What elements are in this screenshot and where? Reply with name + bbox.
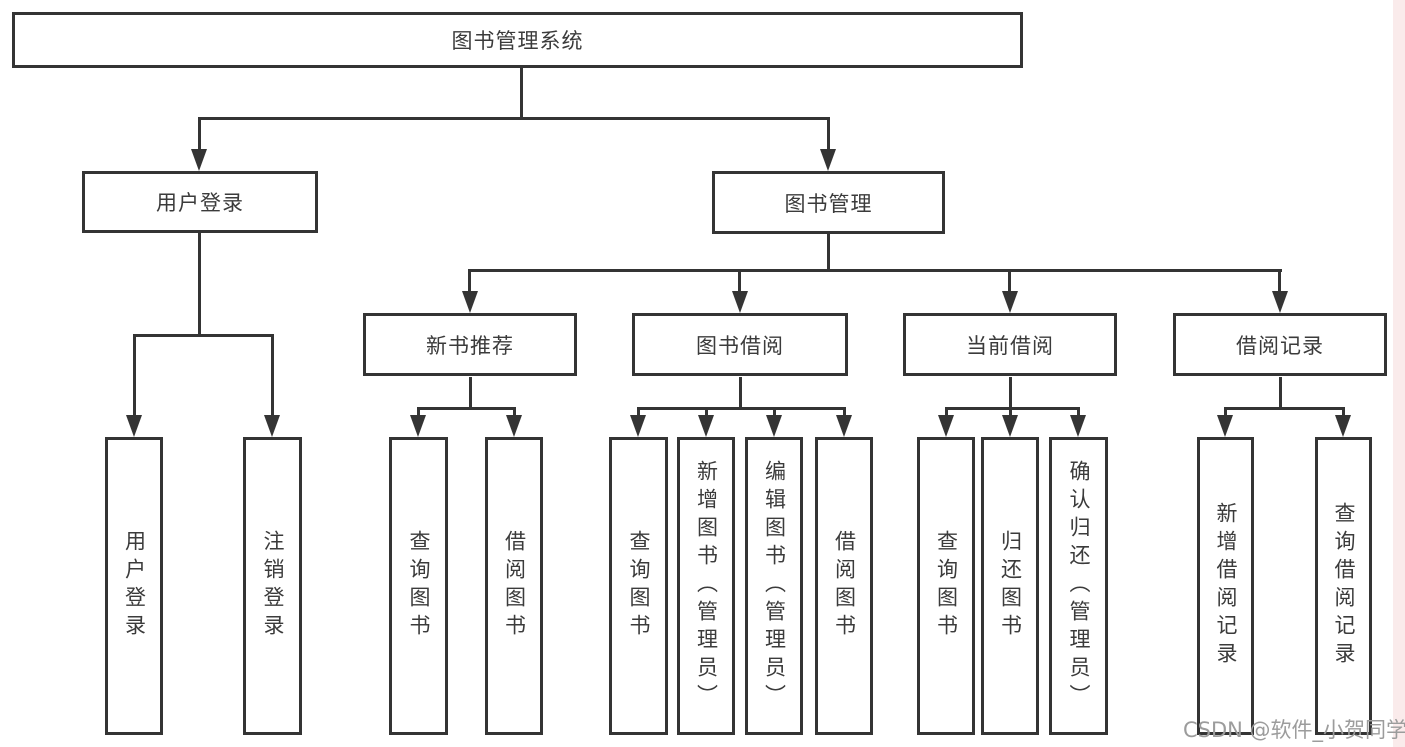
leaf-add-books-admin: 新增图书（管理员） — [677, 437, 735, 735]
connector-line — [417, 407, 420, 419]
csdn-watermark: CSDN @软件_小贺同学 — [1183, 718, 1405, 742]
connector-line — [1009, 377, 1012, 409]
arrowhead-down-icon — [410, 415, 426, 437]
leaf-user-login: 用户登录 — [105, 437, 163, 735]
connector-line — [945, 407, 948, 419]
node-label: 编辑图书（管理员） — [762, 460, 787, 712]
connector-line — [133, 334, 274, 337]
node-label: 借阅图书 — [502, 530, 527, 642]
connector-line — [773, 407, 776, 419]
arrowhead-down-icon — [1002, 291, 1018, 313]
leaf-return-books: 归还图书 — [981, 437, 1039, 735]
connector-line — [637, 407, 640, 419]
node-label: 归还图书 — [998, 530, 1023, 642]
connector-line — [133, 334, 136, 417]
connector-line — [520, 67, 523, 119]
connector-line — [513, 407, 516, 419]
connector-line — [469, 377, 472, 409]
node-label: 新增图书（管理员） — [694, 460, 719, 712]
node-current-borrowing: 当前借阅 — [903, 313, 1117, 376]
connector-line — [198, 117, 201, 151]
connector-line — [1077, 407, 1080, 419]
connector-line — [1224, 407, 1227, 419]
node-label: 借阅记录 — [1236, 333, 1324, 358]
connector-line — [1224, 407, 1345, 410]
leaf-edit-books-admin: 编辑图书（管理员） — [745, 437, 803, 735]
connector-line — [468, 269, 1282, 272]
arrowhead-down-icon — [732, 291, 748, 313]
connector-line — [468, 269, 471, 293]
leaf-confirm-return-admin: 确认归还（管理员） — [1049, 437, 1108, 735]
node-label: 借阅图书 — [832, 530, 857, 642]
connector-line — [198, 117, 830, 120]
leaf-borrow-books-recommendation: 借阅图书 — [485, 437, 543, 735]
connector-line — [1279, 377, 1282, 409]
connector-line — [198, 233, 201, 336]
leaf-query-books-borrowing: 查询图书 — [609, 437, 668, 735]
arrowhead-down-icon — [836, 415, 852, 437]
page-edge-tint — [1393, 0, 1405, 747]
arrowhead-down-icon — [630, 415, 646, 437]
arrowhead-down-icon — [1272, 291, 1288, 313]
node-label: 查询图书 — [627, 530, 651, 642]
leaf-logout: 注销登录 — [243, 437, 302, 735]
connector-line — [1342, 407, 1345, 419]
node-label: 确认归还（管理员） — [1067, 460, 1091, 712]
node-label: 新书推荐 — [426, 333, 514, 358]
node-label: 当前借阅 — [966, 333, 1054, 358]
connector-line — [271, 334, 274, 417]
node-label: 查询图书 — [934, 530, 959, 642]
node-new-book-recommendation: 新书推荐 — [363, 313, 577, 376]
node-label: 用户登录 — [122, 530, 147, 642]
connector-line — [945, 407, 1080, 410]
connector-line — [739, 377, 742, 409]
arrowhead-down-icon — [126, 415, 142, 437]
node-label: 用户登录 — [156, 191, 244, 215]
node-label: 新增借阅记录 — [1214, 502, 1238, 670]
node-borrowing-records: 借阅记录 — [1173, 313, 1387, 376]
connector-line — [637, 407, 846, 410]
arrowhead-down-icon — [820, 149, 836, 171]
node-label: 图书管理系统 — [451, 29, 584, 53]
arrowhead-down-icon — [938, 415, 954, 437]
node-book-management-system: 图书管理系统 — [12, 12, 1023, 68]
arrowhead-down-icon — [191, 149, 207, 171]
arrowhead-down-icon — [1335, 415, 1351, 437]
node-user-login: 用户登录 — [82, 171, 318, 233]
node-label: 图书管理 — [784, 191, 873, 216]
leaf-query-borrowing-record: 查询借阅记录 — [1315, 437, 1372, 735]
arrowhead-down-icon — [698, 415, 714, 437]
connector-line — [1278, 269, 1281, 293]
arrowhead-down-icon — [766, 415, 782, 437]
node-label: 图书借阅 — [696, 333, 784, 358]
arrowhead-down-icon — [264, 415, 280, 437]
leaf-query-books-current: 查询图书 — [917, 437, 975, 735]
connector-line — [827, 117, 830, 151]
node-book-management: 图书管理 — [712, 171, 945, 234]
arrowhead-down-icon — [1070, 415, 1086, 437]
node-label: 查询借阅记录 — [1332, 502, 1356, 670]
arrowhead-down-icon — [462, 291, 478, 313]
arrowhead-down-icon — [1002, 415, 1018, 437]
leaf-add-borrowing-record: 新增借阅记录 — [1197, 437, 1254, 735]
arrowhead-down-icon — [506, 415, 522, 437]
leaf-query-books-recommendation: 查询图书 — [389, 437, 448, 735]
arrowhead-down-icon — [1217, 415, 1233, 437]
connector-line — [843, 407, 846, 419]
connector-line — [827, 234, 830, 271]
connector-line — [705, 407, 708, 419]
connector-line — [1009, 407, 1012, 419]
node-label: 查询图书 — [407, 530, 431, 642]
node-book-borrowing: 图书借阅 — [632, 313, 848, 376]
leaf-borrow-books: 借阅图书 — [815, 437, 873, 735]
connector-line — [738, 269, 741, 293]
connector-line — [417, 407, 516, 410]
connector-line — [1008, 269, 1011, 293]
node-label: 注销登录 — [261, 530, 285, 642]
